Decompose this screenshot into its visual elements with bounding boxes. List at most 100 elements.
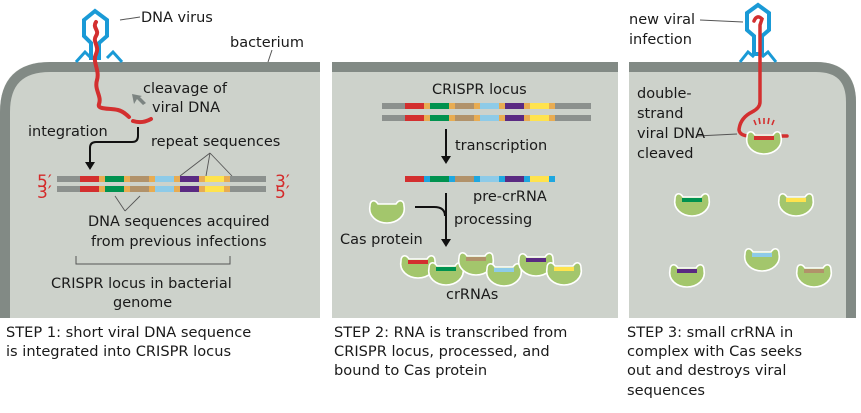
cas-protein-icon [745,131,783,155]
panel-step2: CRISPR locus transcription pre-crRNA pro… [332,62,618,318]
bottom-strand-spacer-5 [180,186,199,192]
pre-crrna-spacer-1 [405,176,424,182]
top-strand-repeat-6 [224,176,230,182]
top-strand-spacer-4 [155,176,174,182]
acquired-sequences-label-line2: from previous infections [91,234,267,250]
infection-leader-line [699,19,744,23]
bottom-strand-repeat-3 [149,186,155,192]
top-strand-repeat-2 [449,103,455,109]
cas-joining-line [415,206,446,217]
top-strand-spacer-5 [505,103,524,109]
cell-wall-panel2 [332,62,618,72]
bottom-strand-flank-left [57,186,80,192]
pre-crrna-spacer-4 [480,176,499,182]
pre-crrna-spacer-2 [430,176,449,182]
dna-virus-icon [74,8,124,64]
bottom-strand-spacer-2 [105,186,124,192]
top-strand-flank-left [57,176,80,182]
bottom-strand-repeat-1 [99,186,105,192]
pre-crrna-repeat-6 [549,176,555,182]
free-crrna-cas-complex-1 [673,193,711,217]
top-strand-repeat-1 [424,103,430,109]
top-strand-repeat-1 [99,176,105,182]
pre-crrna-repeat-5 [524,176,530,182]
crrna-spacer [804,269,824,273]
cell-wall-panel3 [629,62,856,318]
top-strand-spacer-3 [455,103,474,109]
new-infection-label-line1: new viral [629,12,695,28]
pre-crrna-spacer-6 [530,176,549,182]
crrna-spacer [786,198,806,202]
crispr-locus-bracket [75,256,231,265]
free-crrna-cas-complex-2 [777,193,815,217]
cleavage-label-line1: cleavage of [143,81,228,97]
crrna-spacer [436,267,456,271]
crrna-cas-complex-3 [457,252,495,276]
cas-protein-icon [668,264,706,288]
top-strand-flank-right [230,176,266,182]
bottom-strand-spacer-1 [80,186,99,192]
cas-protein-icon [427,262,465,286]
top-strand-repeat-6 [549,103,555,109]
acquired-sequences-label-line1: DNA sequences acquired [88,214,270,230]
free-cas-protein-icon [368,199,406,224]
transcription-label: transcription [455,138,547,154]
bottom-strand-spacer-5 [505,115,524,121]
processing-label: processing [454,212,532,228]
cleavage-label-line2: viral DNA [152,100,220,116]
bottom-strand-spacer-3 [130,186,149,192]
crrna-cas-complex-4 [485,263,523,287]
free-crrna-cas-complex-5 [795,264,833,288]
three-prime-top-label: 3′ [275,172,290,192]
crrna-spacer [554,267,574,271]
crrna-cas-complex-6 [545,262,583,286]
top-strand-spacer-5 [180,176,199,182]
injected-viral-dna [737,15,789,138]
top-strand-repeat-4 [174,176,180,182]
top-strand-flank-left [382,103,405,109]
repeat-sequences-label: repeat sequences [151,134,280,150]
bacterium-leader-line [267,49,273,63]
repeat-pointer-lines [179,152,233,177]
step2-caption: STEP 2: RNA is transcribed from CRISPR l… [334,324,568,380]
crrna-cas-complexes [399,252,583,287]
pre-crrna-repeat-1 [424,176,430,182]
viral-dna-strand [92,20,131,119]
cas-protein-icon [673,193,711,217]
bottom-strand-repeat-4 [174,186,180,192]
crrna-spacer [466,257,486,261]
bottom-strand-spacer-2 [430,115,449,121]
cleaved-label-line4: cleaved [637,146,694,162]
bacterium-cell-panel3 [629,62,856,318]
bottom-strand-repeat-4 [499,115,505,121]
bottom-strand-repeat-6 [549,115,555,121]
cas-protein-icon [485,263,523,287]
bottom-strand-flank-right [230,186,266,192]
cleaved-label-line1: double- [637,86,692,102]
pre-crrna-spacer-5 [505,176,524,182]
pre-crrna-repeat-4 [499,176,505,182]
cleavage-arrow-icon [132,94,146,105]
cas-protein-icon [545,262,583,286]
five-prime-bottom-label: 5′ [275,183,290,203]
free-crrna-cas-complex-3 [743,248,781,272]
integration-arrow [85,127,139,170]
crispr-locus-genome-label-line2: genome [113,295,172,311]
bottom-strand-repeat-5 [524,115,530,121]
pre-crrna-repeat-2 [449,176,455,182]
crrna-spacer [752,253,772,257]
top-strand-spacer-2 [430,103,449,109]
crrna-cas-complex-2 [427,262,465,286]
bacterium-label: bacterium [230,35,304,51]
top-strand-spacer-1 [80,176,99,182]
crrna-spacer [526,258,546,262]
bottom-strand-repeat-2 [449,115,455,121]
top-strand-spacer-2 [105,176,124,182]
bottom-strand-repeat-5 [199,186,205,192]
virus-leader-line [119,16,141,21]
panel-step1: DNA virus bacterium cleavage of viral DN… [0,8,320,318]
bottom-strand-flank-right [555,115,591,121]
crrna-spacer [754,136,774,140]
bound-crrna-cas-complex [745,131,783,155]
crrna-cas-complex-5 [517,253,555,277]
